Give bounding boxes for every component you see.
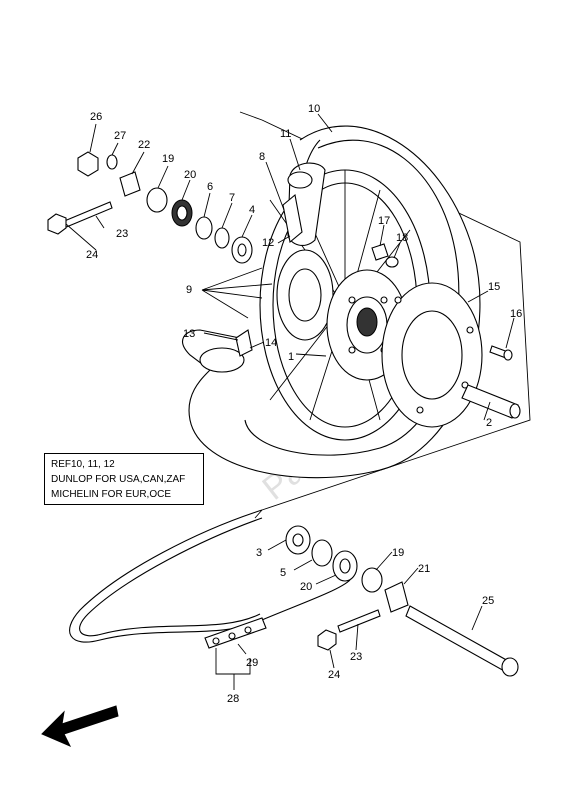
callout-leaders bbox=[65, 113, 515, 690]
callout-25: 25 bbox=[482, 595, 494, 607]
note-line-michelin: MICHELIN FOR EUR,OCE bbox=[51, 489, 172, 500]
callout-2: 2 bbox=[486, 417, 492, 429]
callout-15: 15 bbox=[488, 281, 500, 293]
callout-9: 9 bbox=[186, 284, 192, 296]
callout-29: 29 bbox=[246, 657, 258, 669]
callout-17: 17 bbox=[378, 215, 390, 227]
callout-18: 18 bbox=[396, 232, 408, 244]
note-line-dunlop: DUNLOP FOR USA,CAN,ZAF bbox=[51, 474, 186, 485]
callout-22: 22 bbox=[138, 139, 150, 151]
callout-11: 11 bbox=[280, 128, 291, 140]
callout-16: 16 bbox=[510, 308, 522, 320]
left-axle-parts bbox=[77, 151, 253, 264]
callout-14: 14 bbox=[265, 337, 277, 349]
note-line-ref: REF10, 11, 12 bbox=[51, 459, 115, 470]
callout-10: 10 bbox=[308, 103, 320, 115]
front-arrow-icon bbox=[41, 705, 119, 747]
callout-28: 28 bbox=[227, 693, 239, 705]
valve-flap bbox=[199, 329, 253, 373]
callout-19: 19 bbox=[162, 153, 174, 165]
callout-21: 21 bbox=[418, 563, 430, 575]
callout-6: 6 bbox=[207, 181, 213, 193]
right-axle-parts bbox=[285, 525, 519, 677]
disc-bolt bbox=[489, 345, 513, 361]
callout-27: 27 bbox=[114, 130, 126, 142]
callout-7: 7 bbox=[229, 192, 235, 204]
callout-26: 26 bbox=[90, 111, 102, 123]
callout-24-lower: 24 bbox=[328, 669, 340, 681]
callout-20-lower: 20 bbox=[300, 581, 312, 593]
reference-note: REF10, 11, 12 DUNLOP FOR USA,CAN,ZAF MIC… bbox=[44, 453, 204, 505]
collar bbox=[461, 384, 521, 419]
drive-chain bbox=[69, 509, 351, 649]
callout-23: 23 bbox=[116, 228, 128, 240]
wheel-hub bbox=[276, 249, 334, 341]
spoke-leaders bbox=[201, 267, 273, 319]
adjuster-bolt-left bbox=[47, 201, 113, 235]
callout-3: 3 bbox=[256, 547, 262, 559]
callout-23-lower: 23 bbox=[350, 651, 362, 663]
callout-20: 20 bbox=[184, 169, 196, 181]
callout-5: 5 bbox=[280, 567, 286, 579]
brake-disc bbox=[381, 282, 483, 428]
callout-labels: 26 27 22 19 20 6 7 4 8 11 10 12 17 18 15… bbox=[86, 103, 522, 705]
callout-8: 8 bbox=[259, 151, 265, 163]
callout-4: 4 bbox=[249, 204, 255, 216]
callout-19-lower: 19 bbox=[392, 547, 404, 559]
rim-band bbox=[282, 193, 303, 244]
callout-24: 24 bbox=[86, 249, 98, 261]
callout-12: 12 bbox=[262, 237, 274, 249]
callout-1: 1 bbox=[288, 351, 294, 363]
callout-13: 13 bbox=[183, 328, 195, 340]
